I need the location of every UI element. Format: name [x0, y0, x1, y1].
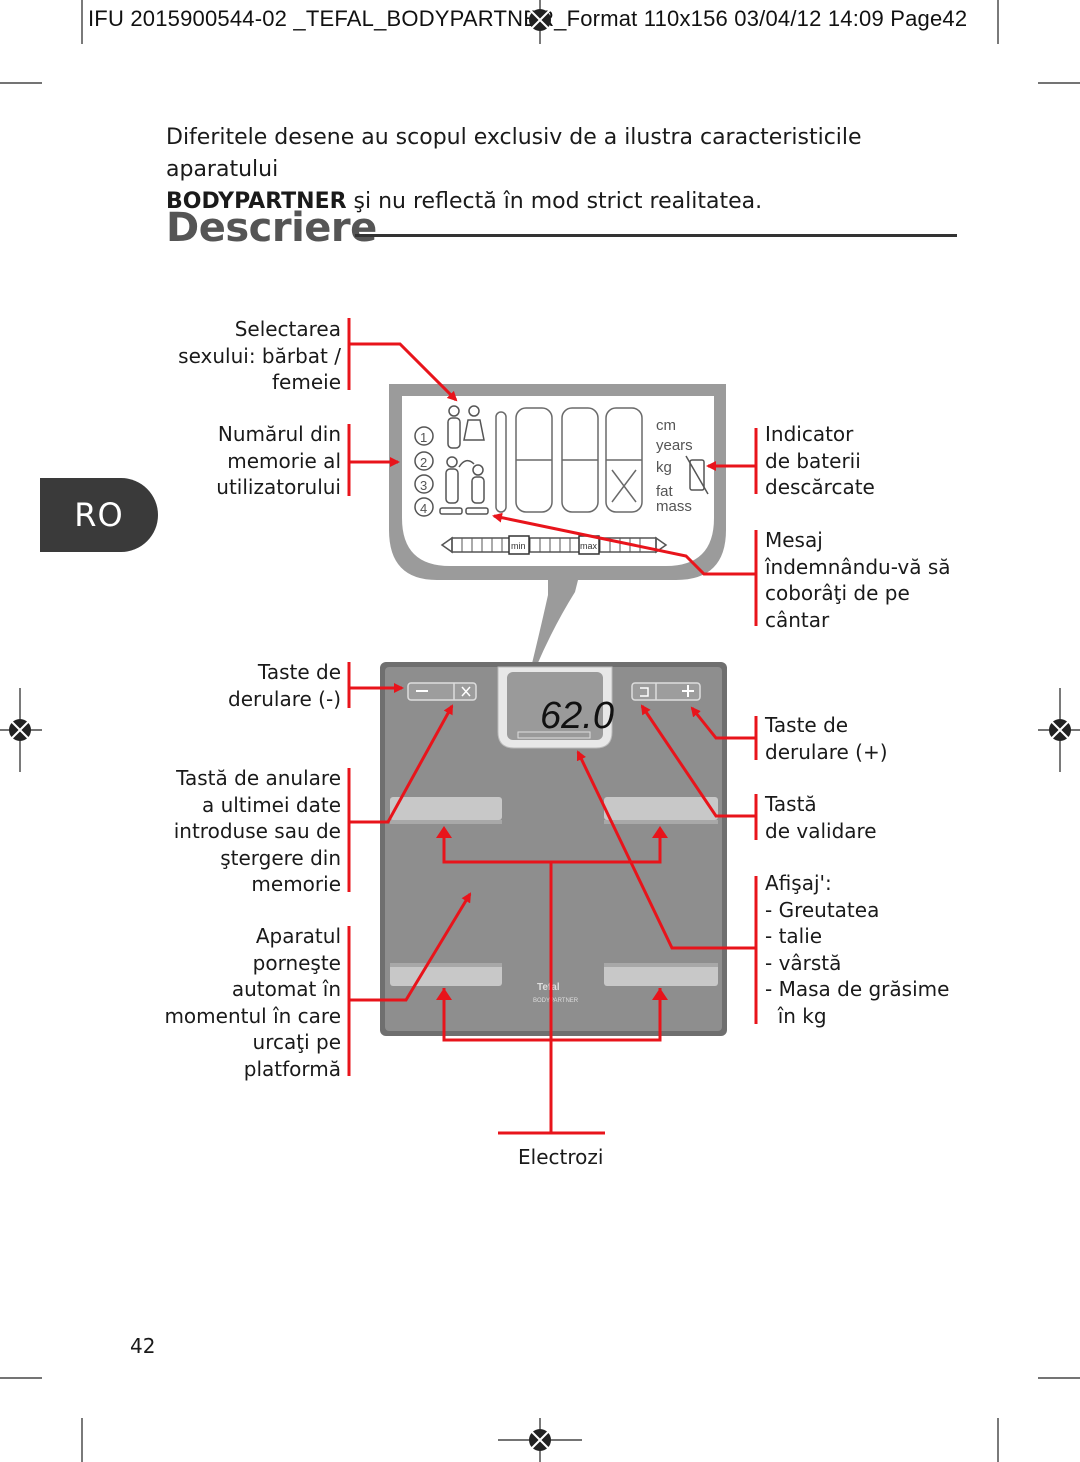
arrow-heads-electrodes	[436, 826, 668, 1000]
label-display-items: Afişaj':- Greutatea- talie- vârstă- Masa…	[765, 871, 950, 1028]
memory-number-3: 3	[420, 478, 427, 493]
scroll-minus-buttons	[407, 682, 477, 701]
title-rule	[355, 234, 957, 237]
memory-number-2: 2	[420, 455, 427, 470]
scale-model: BODYPARTNER	[533, 998, 579, 1004]
gauge-min-label: min	[511, 541, 526, 551]
section-title: Descriere	[166, 205, 377, 251]
gauge-max-label: max	[580, 541, 598, 551]
intro-line-1: Diferitele desene au scopul exclusiv de …	[166, 125, 862, 182]
intro-paragraph: Diferitele desene au scopul exclusiv de …	[166, 122, 966, 218]
electrodes	[390, 797, 718, 986]
unit-mass: mass	[656, 498, 692, 515]
battery-icon	[685, 455, 709, 495]
page-number: 42	[130, 1334, 156, 1358]
brand-name: BODYPARTNER	[166, 189, 347, 214]
memory-number-4: 4	[420, 501, 427, 516]
scroll-plus-buttons	[631, 682, 701, 701]
body-gauge-bar: min max	[440, 535, 668, 555]
print-header: IFU 2015900544-02 _TEFAL_BODYPARTNER_For…	[88, 6, 968, 31]
registration-target-icon	[8, 8, 1072, 1452]
annotation-arrows	[347, 318, 758, 1135]
language-badge: RO	[40, 478, 158, 552]
intro-line-2: BODYPARTNER şi nu reflectă în mod strict…	[166, 189, 763, 214]
lcd-zoom-panel: 1 2 3 4 cm years kg fat	[389, 384, 726, 700]
unit-fat: fat	[656, 483, 674, 500]
unit-cm: cm	[656, 417, 676, 434]
unit-years: years	[656, 437, 693, 454]
bathroom-scale: 62.0 Tefal BODYPARTNER	[380, 662, 727, 1036]
memory-number-1: 1	[420, 430, 427, 445]
gender-icons	[439, 405, 489, 515]
lcd-digits	[495, 407, 643, 513]
label-electrodes: Electrozi	[518, 1145, 604, 1169]
scale-brand: Tefal	[537, 982, 560, 993]
memory-numbers: 1 2 3 4	[414, 426, 434, 517]
unit-kg: kg	[656, 459, 672, 476]
scale-weight-readout: 62.0	[540, 695, 614, 737]
